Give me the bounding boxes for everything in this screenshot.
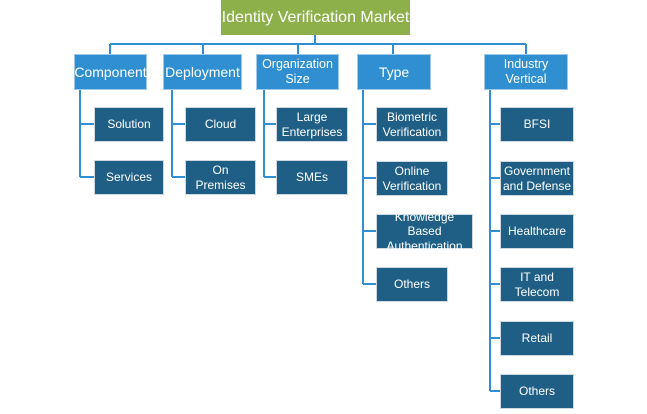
leaf-healthcare: Healthcare <box>500 214 574 249</box>
category-type: Type <box>357 54 431 90</box>
leaf-knowledge-based-authentication: Knowledge Based Authentication <box>376 210 473 253</box>
leaf-industry-others: Others <box>500 374 574 409</box>
leaf-type-others: Others <box>376 267 448 302</box>
category-deployment: Deployment <box>163 54 242 90</box>
leaf-bfsi: BFSI <box>500 107 574 142</box>
category-component: Component <box>74 54 147 90</box>
leaf-online-verification: Online Verification <box>376 161 448 196</box>
leaf-large-enterprises: Large Enterprises <box>276 107 348 142</box>
leaf-it-and-telecom: IT and Telecom <box>500 267 574 302</box>
category-organization-size: Organization Size <box>256 54 339 90</box>
root-node: Identity Verification Market <box>221 0 410 35</box>
leaf-on-premises: On Premises <box>185 160 256 195</box>
leaf-cloud: Cloud <box>185 107 256 142</box>
leaf-solution: Solution <box>94 107 164 142</box>
leaf-services: Services <box>94 160 164 195</box>
leaf-smes: SMEs <box>276 160 348 195</box>
leaf-biometric-verification: Biometric Verification <box>376 107 448 142</box>
category-industry-vertical: Industry Vertical <box>484 54 568 90</box>
leaf-government-and-defense: Government and Defense <box>500 161 574 196</box>
leaf-retail: Retail <box>500 321 574 356</box>
